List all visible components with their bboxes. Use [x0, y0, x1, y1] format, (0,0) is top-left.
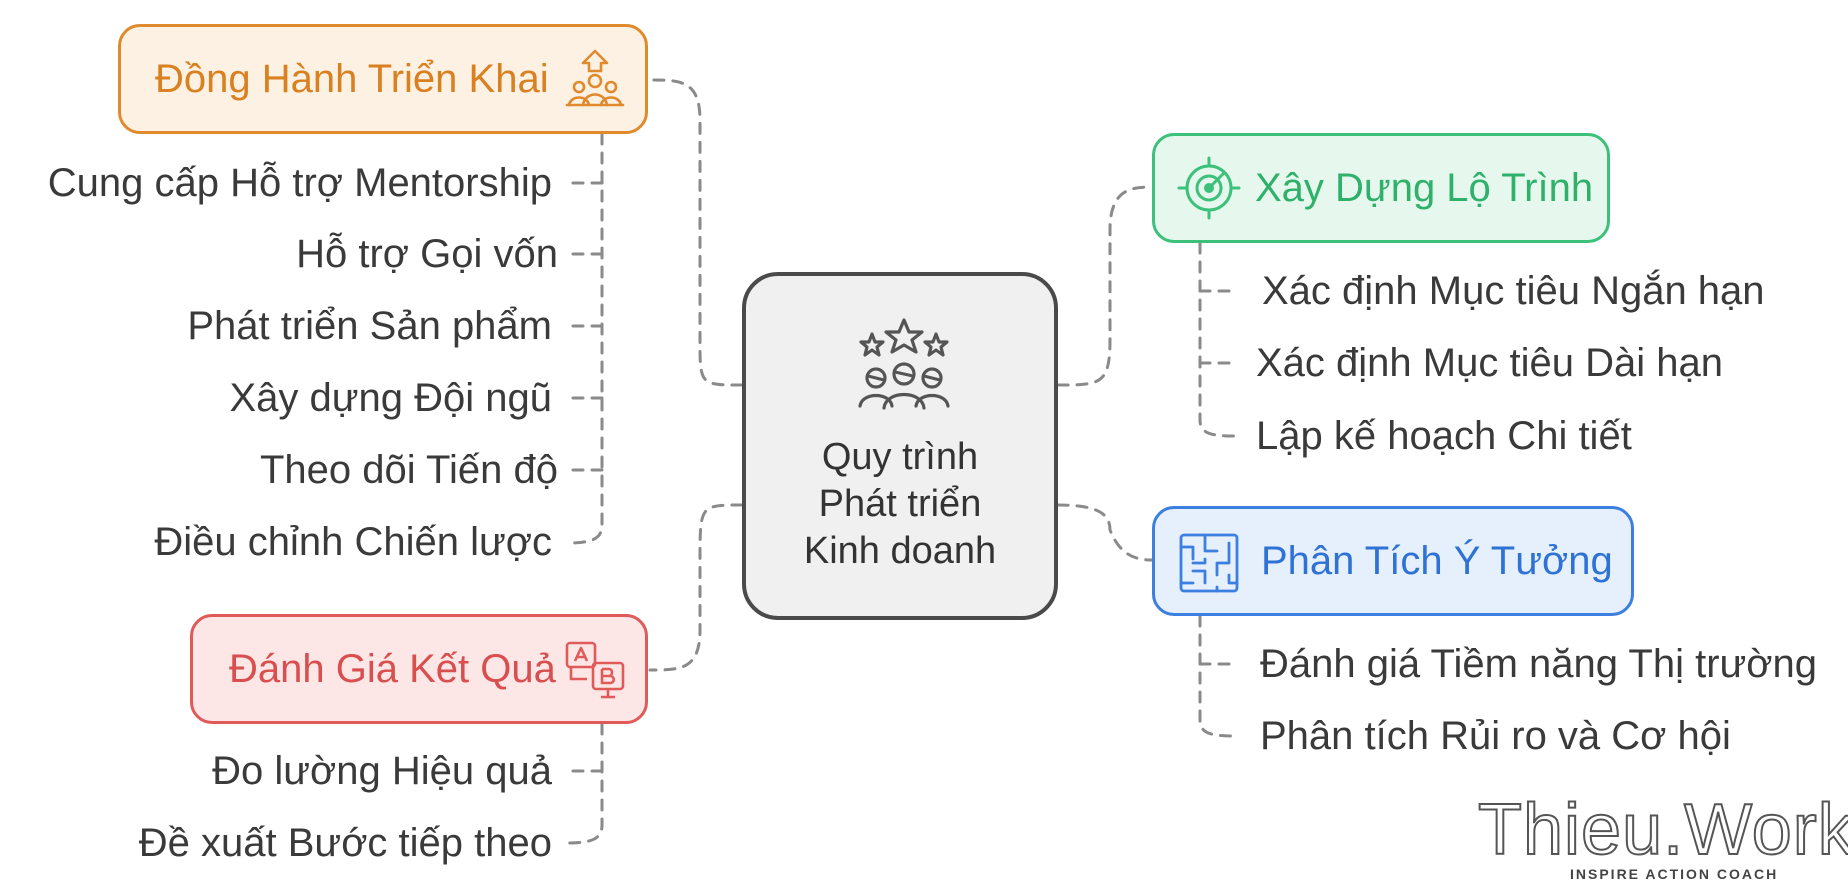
watermark-logo: Thieu.Work INSPIRE ACTION COACH	[1477, 789, 1848, 890]
branch-title-phan-tich: Phân Tích Ý Tưởng	[1261, 539, 1613, 583]
leaf-dieu-chinh-chien-luoc: Điều chỉnh Chiến lược	[154, 520, 552, 564]
branch-dong-hanh-trien-khai: Đồng Hành Triển Khai	[118, 24, 648, 134]
leaf-cung-cap-ho-tro: Cung cấp Hỗ trợ Mentorship	[47, 161, 552, 205]
team-growth-icon	[565, 49, 625, 107]
target-icon	[1177, 156, 1241, 220]
branch-title-dong-hanh: Đồng Hành Triển Khai	[155, 57, 549, 101]
center-node: Quy trình Phát triển Kinh doanh	[742, 272, 1058, 620]
spine-dong-hanh	[564, 132, 604, 545]
leaf-danh-gia-tiem-nang: Đánh giá Tiềm năng Thị trường	[1260, 642, 1818, 686]
leaf-phat-trien-san-pham: Phát triển Sản phẩm	[187, 304, 552, 348]
leaf-theo-doi-tien-do: Theo dõi Tiến độ	[260, 448, 558, 492]
spine-phan-tich	[1198, 614, 1238, 738]
connector-phan-tich	[1056, 503, 1154, 562]
leaf-lap-ke-hoach: Lập kế hoạch Chi tiết	[1256, 414, 1632, 458]
branch-title-danh-gia: Đánh Giá Kết Quả	[229, 647, 556, 691]
spine-danh-gia	[564, 722, 604, 845]
connector-xay-dung	[1056, 185, 1154, 387]
center-title-line-2: Phát triển	[818, 483, 982, 525]
branch-danh-gia-ket-qua: Đánh Giá Kết Quả	[190, 614, 648, 724]
leaf-muc-tieu-dai-han: Xác định Mục tiêu Dài hạn	[1256, 341, 1723, 385]
ab-test-icon	[565, 641, 625, 699]
leaf-phan-tich-rui-ro: Phân tích Rủi ro và Cơ hội	[1260, 714, 1731, 758]
leaf-xay-dung-doi-ngu: Xây dựng Đội ngũ	[229, 376, 552, 420]
leaf-de-xuat-buoc-tiep-theo: Đề xuất Bước tiếp theo	[138, 821, 552, 865]
watermark-brand: Thieu.Work	[1477, 789, 1848, 871]
branch-phan-tich-y-tuong: Phân Tích Ý Tưởng	[1152, 506, 1634, 616]
center-title: Quy trình Phát triển Kinh doanh	[746, 434, 1054, 575]
connector-danh-gia	[648, 503, 744, 672]
watermark-tagline: INSPIRE ACTION COACH	[1570, 866, 1779, 882]
center-title-line-3: Kinh doanh	[803, 530, 997, 572]
connector-dong-hanh	[648, 78, 744, 387]
branch-title-xay-dung: Xây Dựng Lộ Trình	[1255, 166, 1594, 210]
people-stars-icon	[858, 318, 950, 410]
leaf-ho-tro-goi-von: Hỗ trợ Gọi vốn	[296, 232, 558, 276]
spine-xay-dung	[1198, 241, 1238, 438]
leaf-do-luong-hieu-qua: Đo lường Hiệu quả	[212, 749, 552, 793]
center-title-line-1: Quy trình	[821, 436, 979, 478]
leaf-muc-tieu-ngan-han: Xác định Mục tiêu Ngắn hạn	[1262, 269, 1765, 313]
maze-icon	[1179, 533, 1239, 593]
branch-xay-dung-lo-trinh: Xây Dựng Lộ Trình	[1152, 133, 1610, 243]
